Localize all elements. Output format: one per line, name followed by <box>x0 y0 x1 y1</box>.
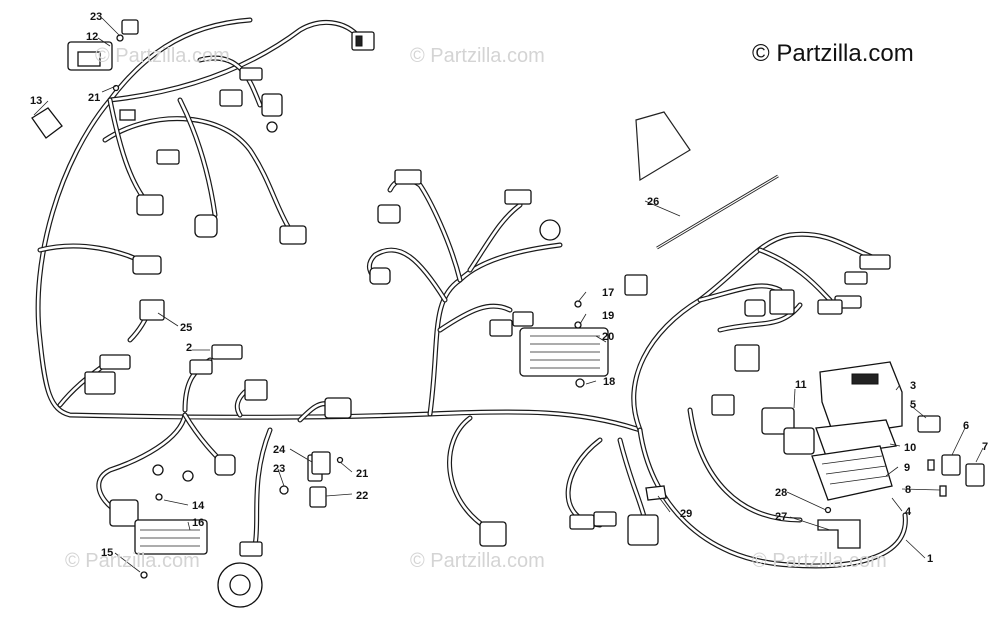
callout-21: 21 <box>88 92 100 104</box>
callout-25: 25 <box>180 322 192 334</box>
callout-7: 7 <box>982 441 988 453</box>
callout-9: 9 <box>904 462 910 474</box>
watermark: © Partzilla.com <box>410 550 545 572</box>
callout-23b: 23 <box>273 463 285 475</box>
watermark: © Partzilla.com <box>410 45 545 67</box>
callout-15: 15 <box>101 547 113 559</box>
callout-18: 18 <box>603 376 615 388</box>
callout-26: 26 <box>647 196 659 208</box>
callout-19: 19 <box>602 310 614 322</box>
callout-12: 12 <box>86 31 98 43</box>
callout-10: 10 <box>904 442 916 454</box>
callout-16: 16 <box>192 517 204 529</box>
leader-lines <box>33 17 984 573</box>
watermark: © Partzilla.com <box>65 550 200 572</box>
callout-labels: 23 12 21 13 25 2 17 19 20 18 26 11 3 5 6… <box>30 11 988 565</box>
callout-4: 4 <box>905 506 912 518</box>
watermark: © Partzilla.com <box>752 550 887 572</box>
callout-1: 1 <box>927 553 933 565</box>
callout-17: 17 <box>602 287 614 299</box>
callout-24: 24 <box>273 444 286 456</box>
callout-2: 2 <box>186 342 192 354</box>
copyright-label: © Partzilla.com <box>752 40 914 67</box>
callout-13: 13 <box>30 95 42 107</box>
callout-27: 27 <box>775 511 787 523</box>
callout-3: 3 <box>910 380 916 392</box>
callout-22: 22 <box>356 490 368 502</box>
callout-29: 29 <box>680 508 692 520</box>
callout-28: 28 <box>775 487 787 499</box>
callout-5: 5 <box>910 399 916 411</box>
callout-20: 20 <box>602 331 614 343</box>
callout-6: 6 <box>963 420 969 432</box>
callout-23: 23 <box>90 11 102 23</box>
callout-11: 11 <box>795 379 807 391</box>
callout-21b: 21 <box>356 468 368 480</box>
callout-8: 8 <box>905 484 911 496</box>
callout-14: 14 <box>192 500 205 512</box>
connectors <box>31 19 985 608</box>
watermark: © Partzilla.com <box>95 45 230 67</box>
